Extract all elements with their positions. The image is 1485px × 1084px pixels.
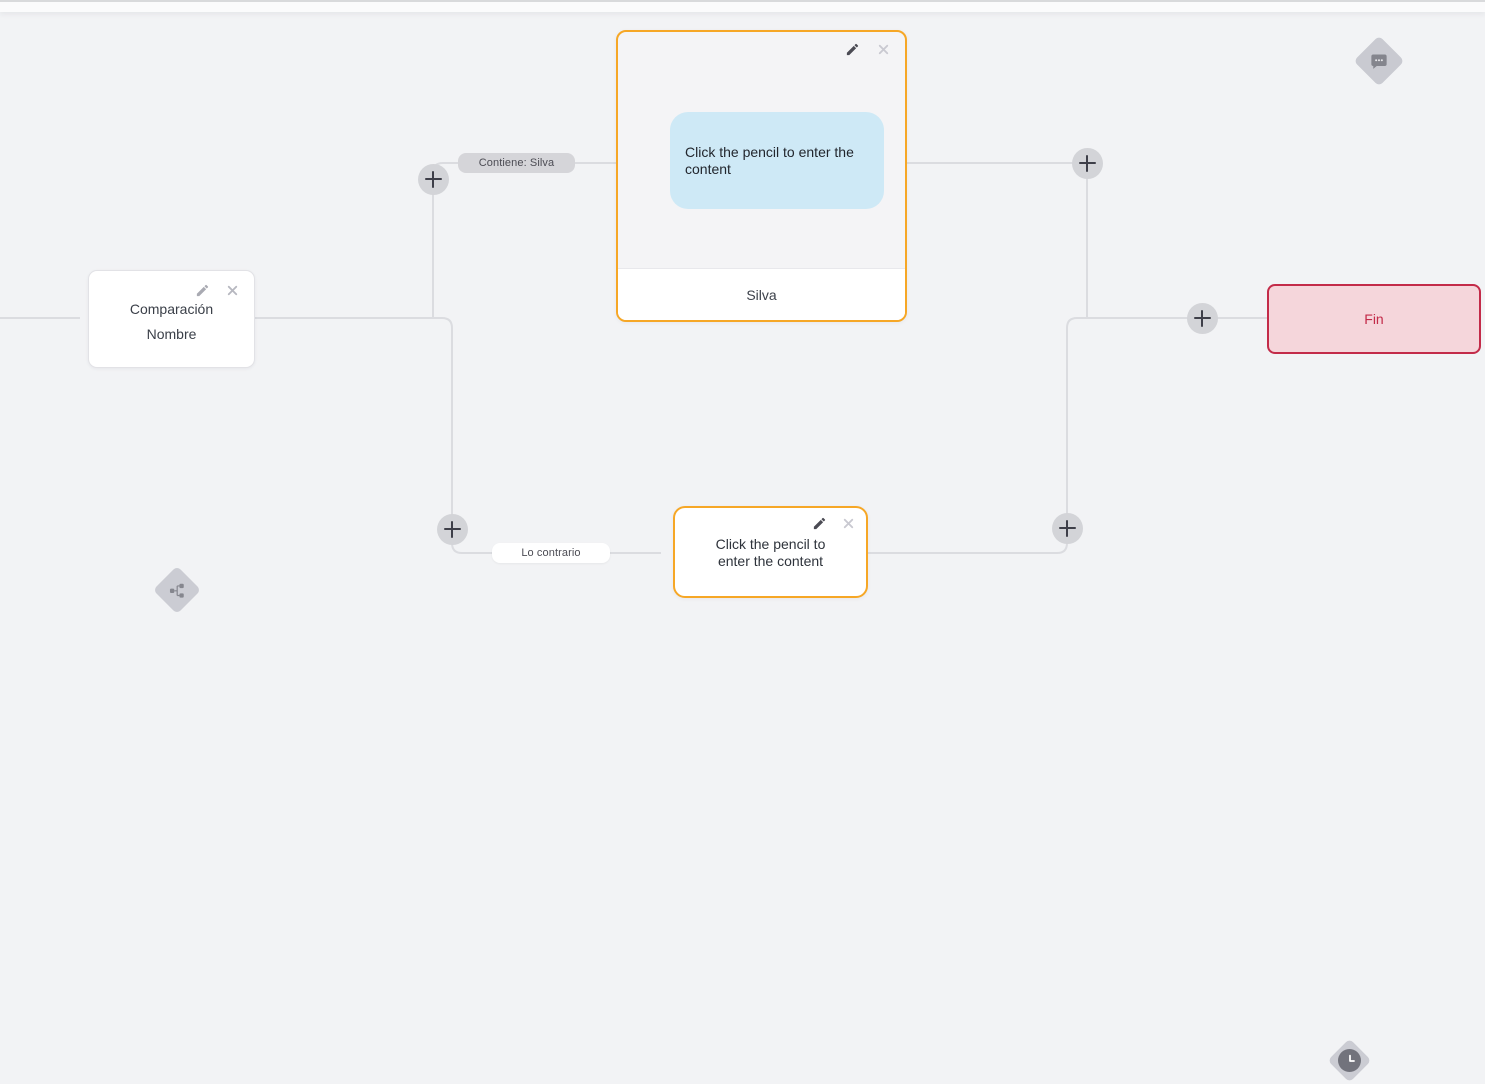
clock-icon	[1338, 1049, 1361, 1072]
canvas-top-edge	[0, 0, 1485, 12]
plus-icon	[1078, 154, 1096, 172]
comparison-node-title: Comparación	[129, 301, 214, 317]
end-node[interactable]: Fin	[1267, 284, 1481, 354]
message-node-name: Silva	[746, 286, 777, 303]
message-node[interactable]: Click the pencil to enter the content Si…	[616, 30, 1405, 322]
edge-label-contains-text: Contiene: Silva	[478, 157, 555, 169]
add-node-button-contains-branch[interactable]	[417, 163, 449, 195]
otherwise-node[interactable]: Click the pencil to enter the content	[673, 506, 1372, 1083]
comparison-node[interactable]: Comparación Nombre	[88, 270, 255, 615]
plus-icon	[1058, 519, 1076, 537]
add-node-button-after-message[interactable]	[1071, 147, 1103, 179]
otherwise-input-handle[interactable]	[1327, 1038, 1372, 1083]
edit-pencil-icon[interactable]	[195, 283, 210, 298]
chat-bubble-icon	[1369, 51, 1390, 72]
otherwise-node-text: Click the pencil to enter the content	[715, 536, 826, 569]
plus-icon	[1193, 309, 1211, 327]
close-icon[interactable]	[876, 42, 891, 57]
edge-label-otherwise-text: Lo contrario	[521, 547, 581, 559]
add-node-button-otherwise-branch[interactable]	[436, 513, 468, 545]
message-node-footer: Silva	[618, 268, 905, 320]
edge-comparison-to-otherwise	[255, 317, 492, 554]
end-node-label: Fin	[1364, 311, 1384, 327]
message-input-handle[interactable]	[1353, 35, 1405, 87]
edge-label-contains: Contiene: Silva	[458, 153, 575, 173]
edit-pencil-icon[interactable]	[845, 42, 860, 57]
plus-icon	[443, 520, 461, 538]
edit-pencil-icon[interactable]	[812, 516, 827, 531]
add-node-button-after-delay[interactable]	[1051, 512, 1083, 544]
edge-delay-to-end	[866, 317, 1267, 554]
plus-icon	[424, 170, 442, 188]
message-bubble-text: Click the pencil to enter the content	[685, 144, 854, 177]
close-icon[interactable]	[841, 516, 856, 531]
message-bubble: Click the pencil to enter the content	[670, 112, 884, 209]
comparison-input-handle[interactable]	[152, 565, 202, 615]
add-node-button-before-end[interactable]	[1186, 302, 1218, 334]
edge-message-to-junction	[906, 162, 1088, 317]
comparison-node-variable: Nombre	[146, 326, 197, 342]
close-icon[interactable]	[225, 283, 240, 298]
edge-label-otherwise: Lo contrario	[492, 543, 610, 563]
branch-split-icon	[169, 583, 185, 598]
